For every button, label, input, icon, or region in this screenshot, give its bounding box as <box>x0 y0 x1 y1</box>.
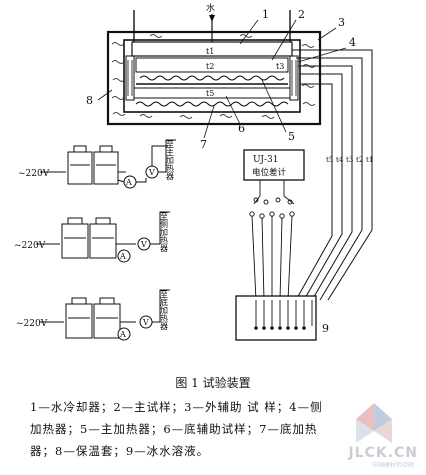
legend-line-1: 1—水冷却器；2—主试样；3—外辅助 试 样；4—侧 <box>30 400 323 414</box>
circuit-1-voltmeter: V <box>148 168 155 177</box>
part-7-label: 7 <box>200 138 207 151</box>
circuit-1-target-text: 至主加热器 <box>166 140 175 181</box>
thermocouple-labels: t1 t2 t3 t5 <box>206 47 284 98</box>
part-number-labels: 1 2 3 4 5 6 7 8 9 <box>86 8 356 335</box>
watermark-subtext: 中国建材检验网 <box>371 462 414 469</box>
circuit-1-ammeter: A <box>125 178 132 187</box>
potentiometer-box: UJ-31 电位差计 <box>243 149 305 181</box>
part-8-label: 8 <box>86 94 93 107</box>
wire-label-t4: t4 <box>336 156 344 164</box>
wire-label-t1: t1 <box>366 156 373 164</box>
thermocouple-t3: t3 <box>276 62 284 71</box>
legend-line-2: 加热器；5—主加热器；6—底辅助试样；7—底加热 <box>30 422 318 436</box>
circuit-3-voltmeter: V <box>142 318 149 327</box>
ice-bath <box>235 295 317 341</box>
circuit-3-ammeter: A <box>119 330 126 339</box>
circuit-2-target: 至侧加热器 <box>160 212 169 253</box>
part-4-label: 4 <box>349 36 356 49</box>
circuit-3-voltage: ~220V <box>16 319 48 329</box>
circuit-2-voltage: ~220V <box>14 241 46 251</box>
circuit-2-voltmeter: V <box>140 240 147 249</box>
selector-switch <box>249 180 295 301</box>
thermocouple-t5: t5 <box>206 89 214 98</box>
watermark-logo-icon <box>356 403 392 443</box>
circuit-2-ammeter: A <box>119 252 126 261</box>
water-label: 水 <box>206 2 215 14</box>
circuit-3-target: 至底加热器 <box>160 290 169 331</box>
wire-labels: t5 t4 t3 t2 t1 <box>326 156 373 164</box>
circuit-3-target-text: 至底加热器 <box>160 290 169 331</box>
potentiometer-name: 电位差计 <box>252 167 287 178</box>
watermark-text: JLCK.CN <box>348 445 418 461</box>
circuit-2-target-text: 至侧加热器 <box>160 212 169 253</box>
thermocouple-t1: t1 <box>206 47 214 56</box>
heater-circuit-1 <box>40 139 176 189</box>
part-3-label: 3 <box>338 16 345 29</box>
wire-label-t3: t3 <box>346 156 353 164</box>
circuit-1-target: 至主加热器 <box>166 140 175 181</box>
part-1-label: 1 <box>262 8 269 21</box>
figure-legend: 1—水冷却器；2—主试样；3—外辅助 试 样；4—侧 加热器；5—主加热器；6—… <box>30 396 400 462</box>
apparatus-body <box>106 10 322 126</box>
heater-circuit-3 <box>40 289 170 341</box>
part-5-label: 5 <box>288 130 295 143</box>
wire-label-t2: t2 <box>356 156 363 164</box>
thermocouple-wires <box>292 49 373 301</box>
part-9-label: 9 <box>322 322 329 335</box>
part-6-label: 6 <box>238 122 245 135</box>
circuit-1-voltage: ~220V <box>18 169 50 179</box>
wire-label-t5: t5 <box>326 156 333 164</box>
heater-circuit-2 <box>36 211 170 263</box>
potentiometer-model: UJ-31 <box>253 155 278 165</box>
part-2-label: 2 <box>298 8 305 21</box>
legend-line-3: 器；8—保温套；9—冰水溶液。 <box>30 444 210 458</box>
figure-title: 图 1 试验装置 <box>175 376 251 390</box>
thermocouple-t2: t2 <box>206 62 214 71</box>
